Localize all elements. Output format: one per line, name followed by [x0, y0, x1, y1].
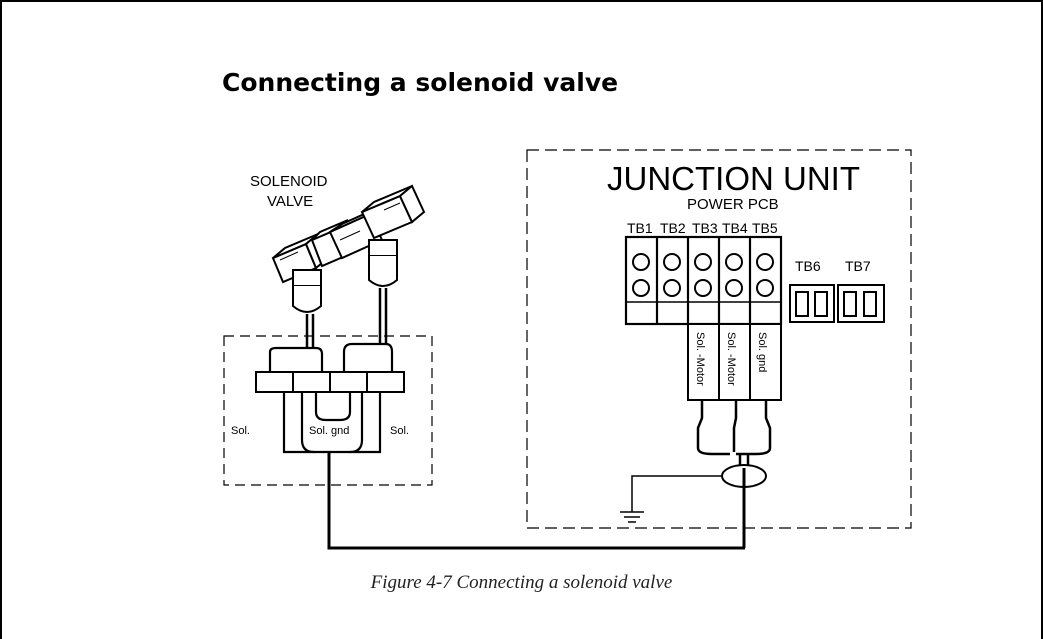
terminal-label-sol-gnd: Sol. gnd: [309, 425, 349, 437]
ground-symbol: [620, 475, 722, 523]
terminal-label-sol-right: Sol.: [390, 425, 409, 437]
tb3-label: TB3: [692, 220, 718, 236]
solenoid-connector: [268, 342, 394, 454]
interconnect-cable: [327, 452, 745, 550]
junction-unit-box: [526, 149, 912, 529]
solenoid-valve-body: [271, 184, 426, 313]
page-border-left: [0, 0, 2, 639]
terminal-block-tb7: [837, 284, 885, 323]
cable-bundle: [696, 400, 772, 468]
tb7-label: TB7: [845, 258, 871, 274]
section-heading: Connecting a solenoid valve: [222, 68, 619, 97]
wire-sleeves: [687, 323, 782, 401]
figure-caption: Figure 4-7 Connecting a solenoid valve: [370, 572, 673, 593]
tb4-label: TB4: [722, 220, 748, 236]
tb6-label: TB6: [795, 258, 821, 274]
power-pcb-label: POWER PCB: [687, 196, 779, 213]
terminal-screws: [632, 253, 774, 297]
wire-label-sol-motor-1: Sol. -Motor: [694, 332, 706, 386]
tb5-label: TB5: [752, 220, 778, 236]
terminal-block-tb6: [789, 284, 835, 323]
terminal-label-sol-left: Sol.: [231, 425, 250, 437]
junction-unit-group: JUNCTION UNIT POWER PCB TB1 TB2 TB3 TB4 …: [526, 149, 912, 548]
solenoid-label-line1: SOLENOID: [250, 173, 328, 190]
wire-label-sol-motor-2: Sol. -Motor: [725, 332, 737, 386]
solenoid-leads: [305, 288, 388, 348]
tb2-label: TB2: [660, 220, 686, 236]
solenoid-valve-group: SOLENOID VALVE: [223, 173, 433, 486]
tb1-label: TB1: [627, 220, 653, 236]
page-border-right: [1041, 0, 1043, 639]
junction-unit-title: JUNCTION UNIT: [607, 160, 860, 197]
wire-label-sol-gnd: Sol. gnd: [756, 332, 768, 372]
solenoid-connector-box: [223, 335, 433, 486]
solenoid-label-line2: VALVE: [267, 193, 313, 210]
page-border-top: [0, 0, 1043, 2]
